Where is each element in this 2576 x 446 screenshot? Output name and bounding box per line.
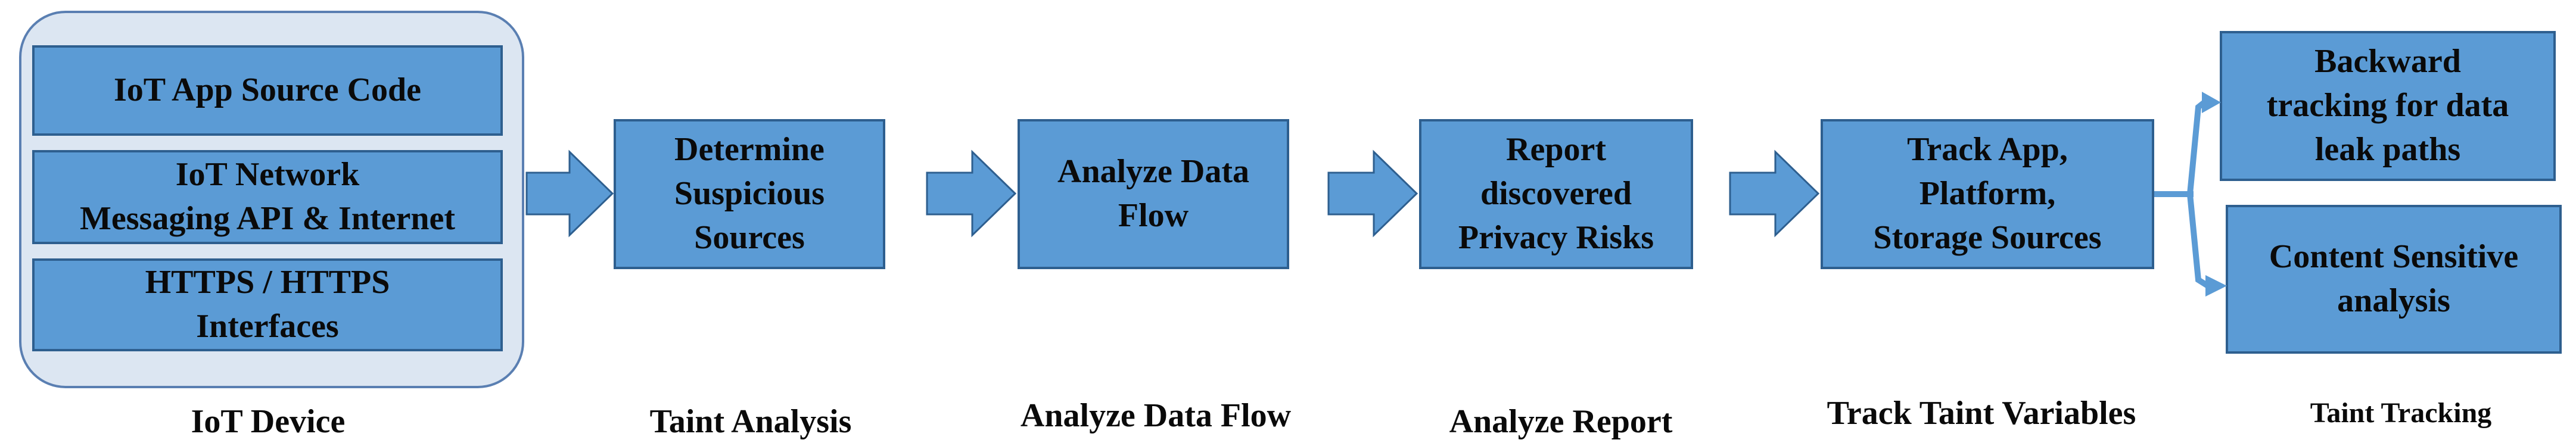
box-line: Suspicious <box>674 175 825 213</box>
caption-taint-analysis: Taint Analysis <box>649 403 852 440</box>
arrowhead-content <box>2205 275 2227 297</box>
report-privacy-risks-box: Report discovered Privacy Risks <box>1419 119 1693 269</box>
caption-iot-device: IoT Device <box>191 403 346 440</box>
box-line: Track App, <box>1907 131 2068 169</box>
backward-tracking-box: Backward tracking for data leak paths <box>2220 31 2556 181</box>
box-line: tracking for data <box>2266 87 2509 124</box>
analyze-data-flow-box: Analyze Data Flow <box>1018 119 1289 269</box>
box-line: Flow <box>1118 197 1189 234</box>
box-line: Sources <box>694 219 805 256</box>
box-line: Storage Sources <box>1873 219 2102 256</box>
branch-to-content <box>2179 191 2210 289</box>
box-line: Backward <box>2314 43 2461 80</box>
box-line: HTTPS / HTTPS <box>145 264 390 301</box>
iot-network-messaging-box: IoT Network Messaging API & Internet <box>32 150 503 244</box>
box-line: Privacy Risks <box>1458 219 1654 256</box>
caption-analyze-report: Analyze Report <box>1449 403 1673 440</box>
box-line: Analyze Data <box>1057 153 1249 191</box>
box-line: Determine <box>674 131 825 169</box>
arrow-flow-to-report <box>1327 149 1418 238</box>
caption-analyze-data-flow: Analyze Data Flow <box>1020 397 1292 434</box>
branch-to-backward <box>2179 100 2207 197</box>
box-line: Report <box>1506 131 1606 169</box>
track-app-platform-storage-box: Track App, Platform, Storage Sources <box>1821 119 2154 269</box>
box-line: Content Sensitive <box>2269 238 2519 276</box>
content-sensitive-analysis-box: Content Sensitive analysis <box>2226 205 2562 354</box>
box-line: Platform, <box>1919 175 2056 213</box>
box-line: leak paths <box>2314 130 2461 168</box>
https-interfaces-box: HTTPS / HTTPS Interfaces <box>32 258 503 351</box>
iot-app-source-code-box: IoT App Source Code <box>32 45 503 136</box>
determine-suspicious-sources-box: Determine Suspicious Sources <box>614 119 885 269</box>
arrow-sources-to-flow <box>926 149 1017 238</box>
caption-taint-tracking: Taint Tracking <box>2310 397 2492 429</box>
arrowhead-backward <box>2202 92 2221 113</box>
caption-track-taint-variables: Track Taint Variables <box>1827 395 2136 432</box>
arrow-report-to-track <box>1729 149 1820 238</box>
box-line: discovered <box>1480 175 1632 213</box>
box-line: analysis <box>2337 282 2450 319</box>
box-line: Messaging API & Internet <box>80 200 455 237</box>
box-line: Interfaces <box>196 308 339 345</box>
box-line: IoT Network <box>175 156 360 194</box>
box-line: IoT App Source Code <box>113 71 422 109</box>
arrow-device-to-sources <box>525 149 614 238</box>
